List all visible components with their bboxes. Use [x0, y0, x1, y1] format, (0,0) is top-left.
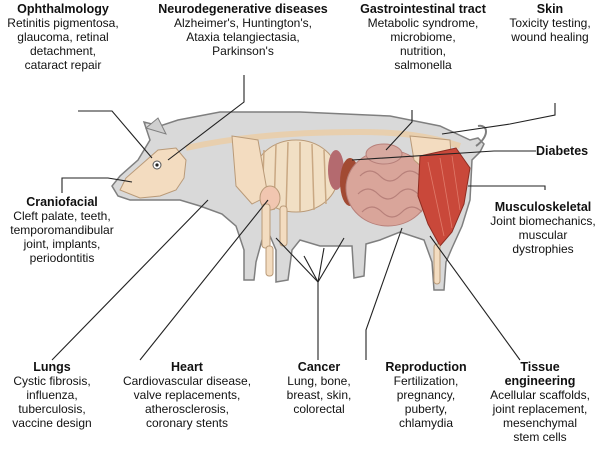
label-gi-title: Gastrointestinal tract — [360, 2, 486, 16]
label-lungs-title: Lungs — [33, 360, 71, 374]
label-gi: Gastrointestinal tract Metabolic syndrom… — [356, 2, 490, 72]
label-heart: Heart Cardiovascular disease, valve repl… — [112, 360, 262, 430]
label-reproduction: Reproduction Fertilization, pregnancy, p… — [374, 360, 478, 430]
label-cancer-title: Cancer — [297, 360, 341, 374]
label-ophthalmology: Ophthalmology Retinitis pigmentosa, glau… — [0, 2, 126, 72]
skull — [119, 147, 187, 199]
label-heart-title: Heart — [171, 360, 203, 374]
hind-leg-bones — [433, 243, 441, 285]
label-tissue-desc: Acellular scaffolds, joint replacement, … — [490, 388, 590, 444]
label-skin-desc: Toxicity testing, wound healing — [509, 16, 591, 44]
label-craniofacial: Craniofacial Cleft palate, teeth, tempor… — [0, 195, 124, 265]
label-musculoskeletal-title: Musculoskeletal — [494, 200, 592, 214]
label-heart-desc: Cardiovascular disease, valve replacemen… — [122, 374, 252, 430]
label-skin-title: Skin — [536, 2, 564, 16]
label-tissue-title: Tissue engineering — [504, 360, 576, 388]
label-musculoskeletal: Musculoskeletal Joint biomechanics, musc… — [486, 200, 600, 256]
label-craniofacial-title: Craniofacial — [26, 195, 98, 209]
label-ophthalmology-title: Ophthalmology — [17, 2, 109, 16]
label-ophthalmology-desc: Retinitis pigmentosa, glaucoma, retinal … — [7, 16, 119, 72]
label-lungs-desc: Cystic fibrosis, influenza, tuberculosis… — [12, 374, 92, 430]
label-diabetes-title: Diabetes — [536, 144, 589, 158]
hind-leg-muscle — [417, 147, 471, 247]
pig-ear — [144, 117, 167, 135]
leader-lines — [51, 75, 556, 361]
label-lungs: Lungs Cystic fibrosis, influenza, tuberc… — [0, 360, 104, 430]
label-neuro-title: Neurodegenerative diseases — [158, 2, 328, 16]
label-neuro-desc: Alzheimer's, Huntington's, Ataxia telang… — [174, 16, 312, 58]
pig-tail — [475, 124, 487, 147]
lung — [328, 150, 344, 190]
label-gi-desc: Metabolic syndrome, microbiome, nutritio… — [367, 16, 479, 72]
label-reproduction-desc: Fertilization, pregnancy, puberty, chlam… — [393, 374, 459, 430]
label-skin: Skin Toxicity testing, wound healing — [502, 2, 598, 44]
label-musculoskeletal-desc: Joint biomechanics, muscular dystrophies — [490, 214, 596, 256]
label-reproduction-title: Reproduction — [385, 360, 467, 374]
label-neuro: Neurodegenerative diseases Alzheimer's, … — [150, 2, 336, 58]
label-tissue: Tissue engineering Acellular scaffolds, … — [480, 360, 600, 444]
label-cancer: Cancer Lung, bone, breast, skin, colorec… — [276, 360, 362, 416]
label-craniofacial-desc: Cleft palate, teeth, temporomandibular j… — [10, 209, 114, 265]
label-diabetes: Diabetes — [536, 144, 600, 158]
stomach — [365, 143, 403, 165]
label-cancer-desc: Lung, bone, breast, skin, colorectal — [286, 374, 352, 416]
